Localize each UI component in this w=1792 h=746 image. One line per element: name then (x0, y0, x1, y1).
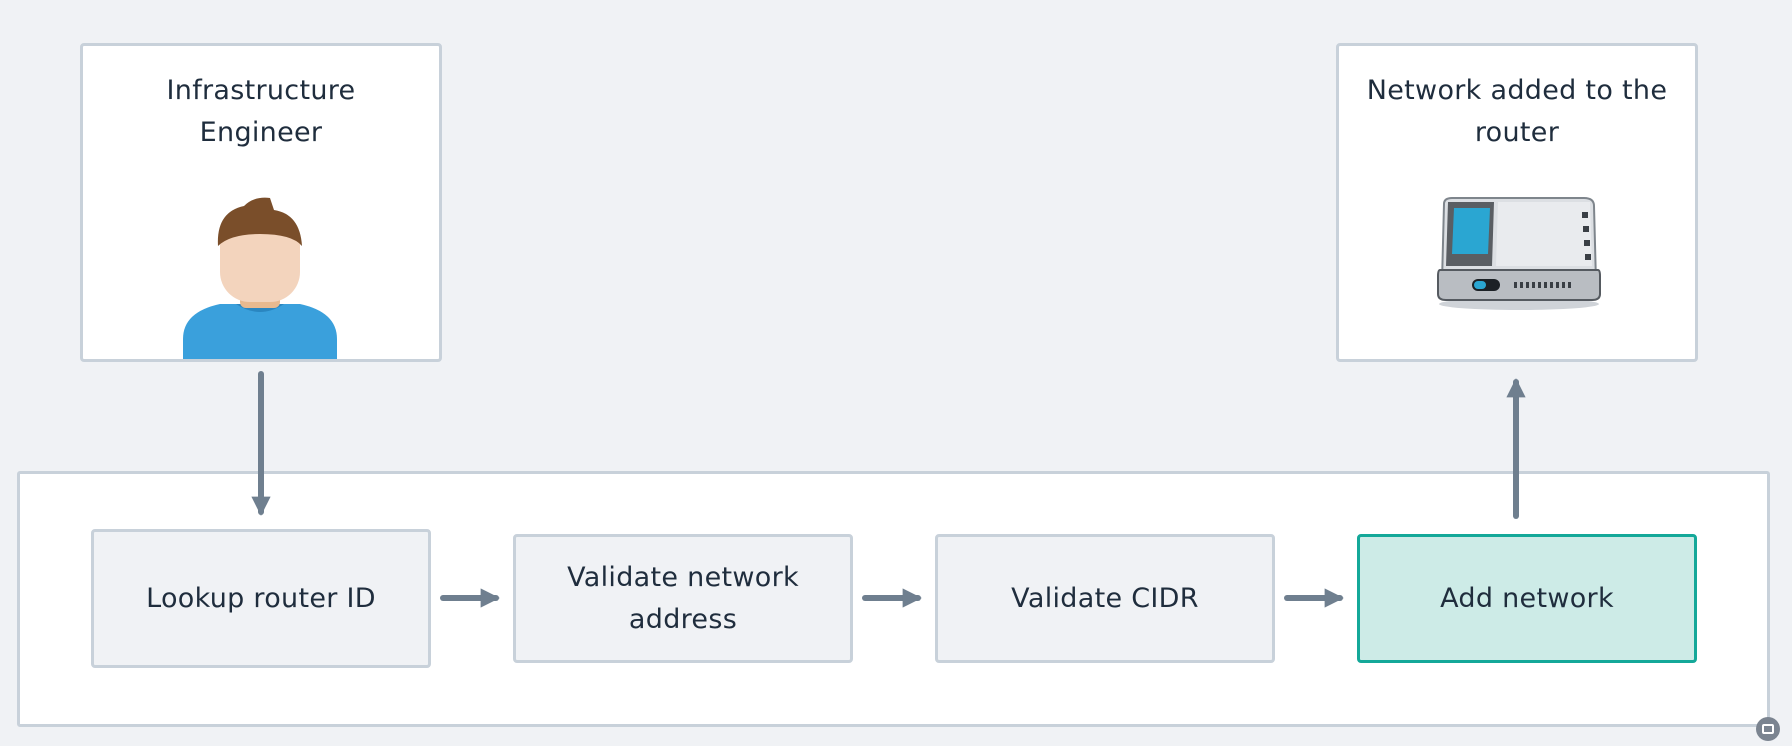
actor-title: Infrastructure Engineer (166, 75, 356, 148)
step-label: Validate CIDR (1011, 582, 1199, 614)
screenshot-icon[interactable] (1756, 717, 1780, 741)
user-avatar-icon (183, 197, 337, 359)
step-validate-cidr: Validate CIDR (935, 534, 1275, 663)
result-title: Network added to the router (1366, 75, 1668, 148)
step-label: Add network (1440, 582, 1614, 614)
step-validate-network-address: Validate network address (513, 534, 853, 663)
step-lookup-router-id: Lookup router ID (91, 529, 431, 668)
router-device-icon (1437, 197, 1601, 310)
result-card: Network added to the router (1336, 43, 1698, 362)
step-add-network: Add network (1357, 534, 1697, 663)
step-label: Validate network address (567, 561, 799, 635)
step-label: Lookup router ID (146, 582, 376, 614)
actor-card: Infrastructure Engineer (80, 43, 442, 362)
